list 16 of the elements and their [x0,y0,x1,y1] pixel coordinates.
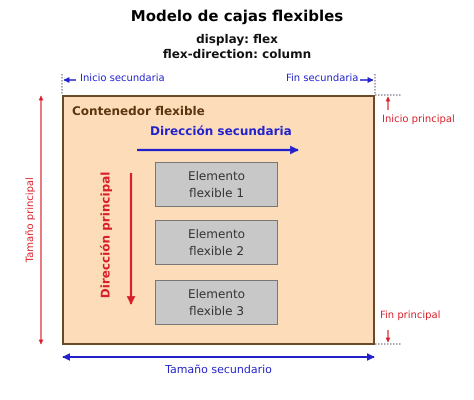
axis-label: Inicio principal [382,114,455,126]
dimension-label: Tamaño principal [24,177,36,262]
item-box: Elemento flexible 2 [155,220,278,265]
code-label: display: flex [195,33,279,47]
container-box [62,95,375,345]
axis-label: Fin principal [380,310,440,322]
item-box: Elemento flexible 3 [155,280,278,325]
direction-label: Dirección secundaria [150,125,292,139]
direction-label: Dirección principal [98,172,113,298]
container-heading: Contenedor flexible [72,105,205,119]
axis-label: Fin secundaria [286,73,358,84]
dimension-label: Tamaño secundario [164,364,273,377]
code-label: flex-direction: column [162,48,312,62]
diagram-title: Modelo de cajas flexibles [130,8,344,26]
item-box: Elemento flexible 1 [155,162,278,207]
axis-label: Inicio secundaria [80,73,165,84]
